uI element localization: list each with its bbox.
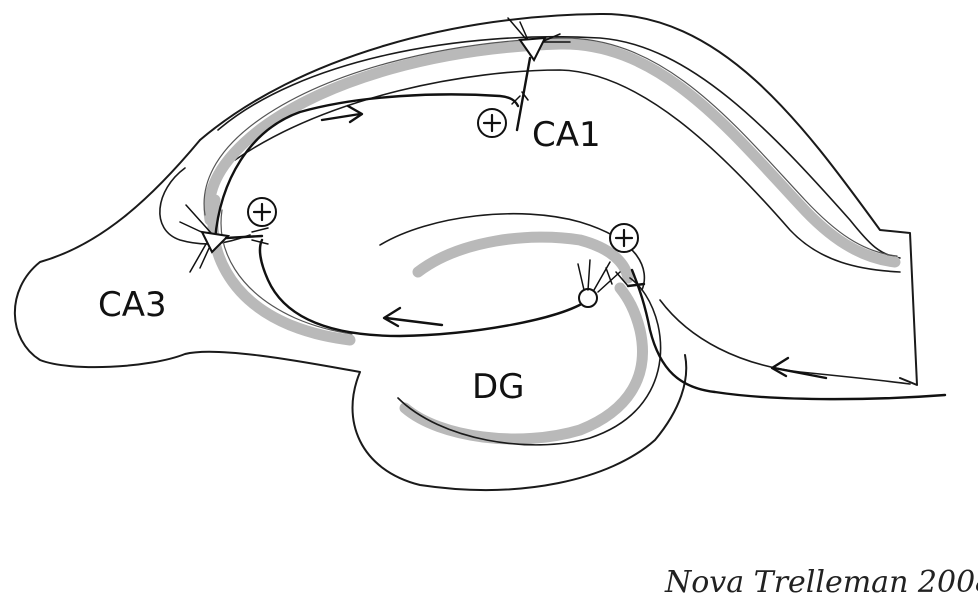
artist-signature: Nova Trelleman 2008 — [664, 565, 978, 600]
synapse-marker-ca1 — [478, 109, 506, 137]
dg-granule-band-lower — [405, 288, 643, 439]
arrow-schaffer-direction — [322, 106, 362, 122]
dg-granule-band-upper — [418, 237, 628, 278]
perforant-path-fiber — [632, 270, 945, 399]
label-dg: DG — [472, 367, 525, 407]
arrow-mossy-direction — [384, 308, 442, 326]
dg-outer-curve — [398, 278, 661, 445]
label-ca1: CA1 — [532, 115, 601, 155]
arrow-perforant-direction — [772, 358, 826, 378]
label-ca3: CA3 — [98, 285, 167, 325]
band-edge-lower — [221, 210, 352, 334]
synapse-marker-ca3 — [248, 198, 276, 226]
synapse-marker-dg — [610, 224, 638, 252]
ca3-pyramidal-band — [213, 200, 350, 340]
perforant-path-upper-edge — [660, 300, 910, 384]
ca1-pyramidal-neuron — [508, 18, 570, 130]
